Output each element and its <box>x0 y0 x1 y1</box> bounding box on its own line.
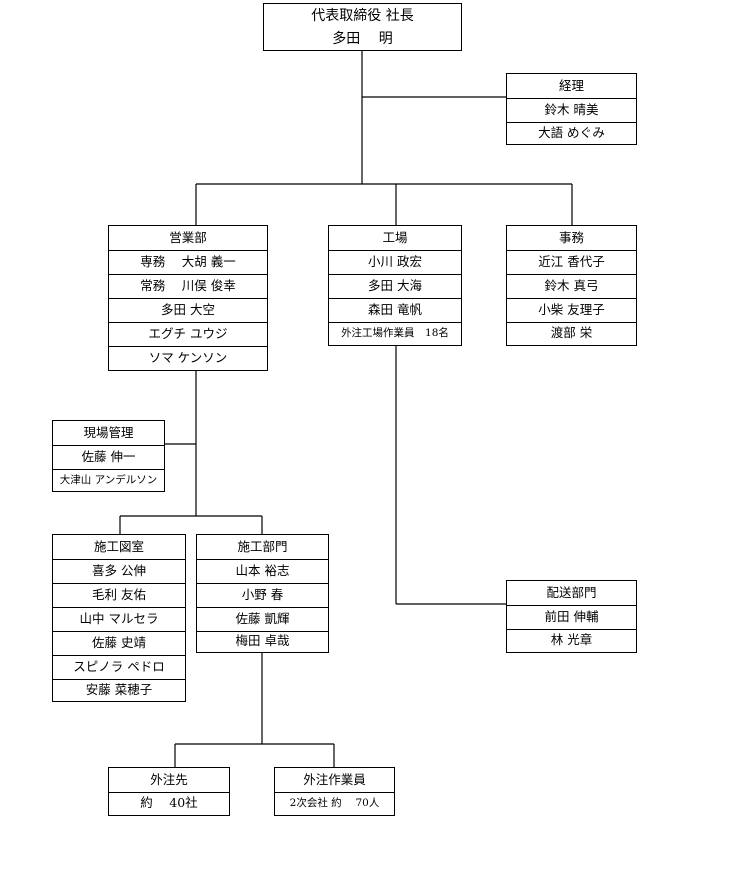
dept-title: 施工部門 <box>237 538 288 554</box>
dept-gaichu: 外注先 約 40社 <box>108 767 230 816</box>
member-row: 佐藤 伸一 <box>53 445 164 469</box>
dept-jimu: 事務 近江 香代子 鈴木 真弓 小柴 友理子 渡部 栄 <box>506 225 637 346</box>
ceo-box: 代表取締役 社長 多田 明 <box>263 3 462 51</box>
dept-title: 外注先 <box>150 771 188 787</box>
member-row: 常務 川俣 俊幸 <box>109 274 267 298</box>
dept-title: 現場管理 <box>83 424 134 440</box>
dept-haiso: 配送部門 前田 伸輔 林 光章 <box>506 580 637 653</box>
member-row: 外注工場作業員 18名 <box>329 322 461 344</box>
dept-title: 配送部門 <box>546 584 597 600</box>
dept-sekobu: 施工部門 山本 裕志 小野 春 佐藤 凱輝 梅田 卓哉 <box>196 534 329 653</box>
member-row: 渡部 栄 <box>507 322 636 344</box>
member-row: 多田 大空 <box>109 298 267 322</box>
dept-title: 施工図室 <box>93 538 144 554</box>
member-row: 森田 竜帆 <box>329 298 461 322</box>
member-row: エグチ ユウジ <box>109 322 267 346</box>
dept-sekozu: 施工図室 喜多 公伸 毛利 友佑 山中 マルセラ 佐藤 史靖 スピノラ ペドロ … <box>52 534 186 702</box>
dept-kojo: 工場 小川 政宏 多田 大海 森田 竜帆 外注工場作業員 18名 <box>328 225 462 346</box>
member-row: 山中 マルセラ <box>53 607 185 631</box>
dept-title: 工場 <box>382 229 408 245</box>
member-row: 大語 めぐみ <box>507 122 636 144</box>
member-row: 鈴木 晴美 <box>507 98 636 122</box>
member-row: 鈴木 真弓 <box>507 274 636 298</box>
member-row: スピノラ ペドロ <box>53 655 185 679</box>
member-row: 小野 春 <box>197 583 328 607</box>
member-row: 専務 大胡 義一 <box>109 250 267 274</box>
dept-eigyo: 営業部 専務 大胡 義一 常務 川俣 俊幸 多田 大空 エグチ ユウジ ソマ ケ… <box>108 225 268 371</box>
member-row: 2次会社 約 70人 <box>275 792 394 814</box>
member-row: 林 光章 <box>507 629 636 651</box>
member-row: 近江 香代子 <box>507 250 636 274</box>
member-row: 多田 大海 <box>329 274 461 298</box>
member-row: 安藤 菜穂子 <box>53 679 185 700</box>
dept-title: 事務 <box>558 229 584 245</box>
ceo-title: 代表取締役 社長 <box>311 8 414 24</box>
member-row: 梅田 卓哉 <box>197 631 328 651</box>
member-row: 喜多 公伸 <box>53 559 185 583</box>
member-row: 佐藤 凱輝 <box>197 607 328 631</box>
member-row: 山本 裕志 <box>197 559 328 583</box>
member-row: 小川 政宏 <box>329 250 461 274</box>
member-row: 佐藤 史靖 <box>53 631 185 655</box>
dept-keiri: 経理 鈴木 晴美 大語 めぐみ <box>506 73 637 145</box>
dept-gaichu-worker: 外注作業員 2次会社 約 70人 <box>274 767 395 816</box>
member-row: ソマ ケンソン <box>109 346 267 369</box>
dept-title: 営業部 <box>169 229 207 245</box>
dept-title: 経理 <box>558 77 584 93</box>
member-row: 前田 伸輔 <box>507 605 636 629</box>
member-row: 約 40社 <box>109 792 229 814</box>
member-row: 大津山 アンデルソン <box>53 469 164 491</box>
ceo-name: 多田 明 <box>332 31 393 47</box>
member-row: 小柴 友理子 <box>507 298 636 322</box>
dept-genba: 現場管理 佐藤 伸一 大津山 アンデルソン <box>52 420 165 492</box>
dept-title: 外注作業員 <box>303 771 366 787</box>
member-row: 毛利 友佑 <box>53 583 185 607</box>
